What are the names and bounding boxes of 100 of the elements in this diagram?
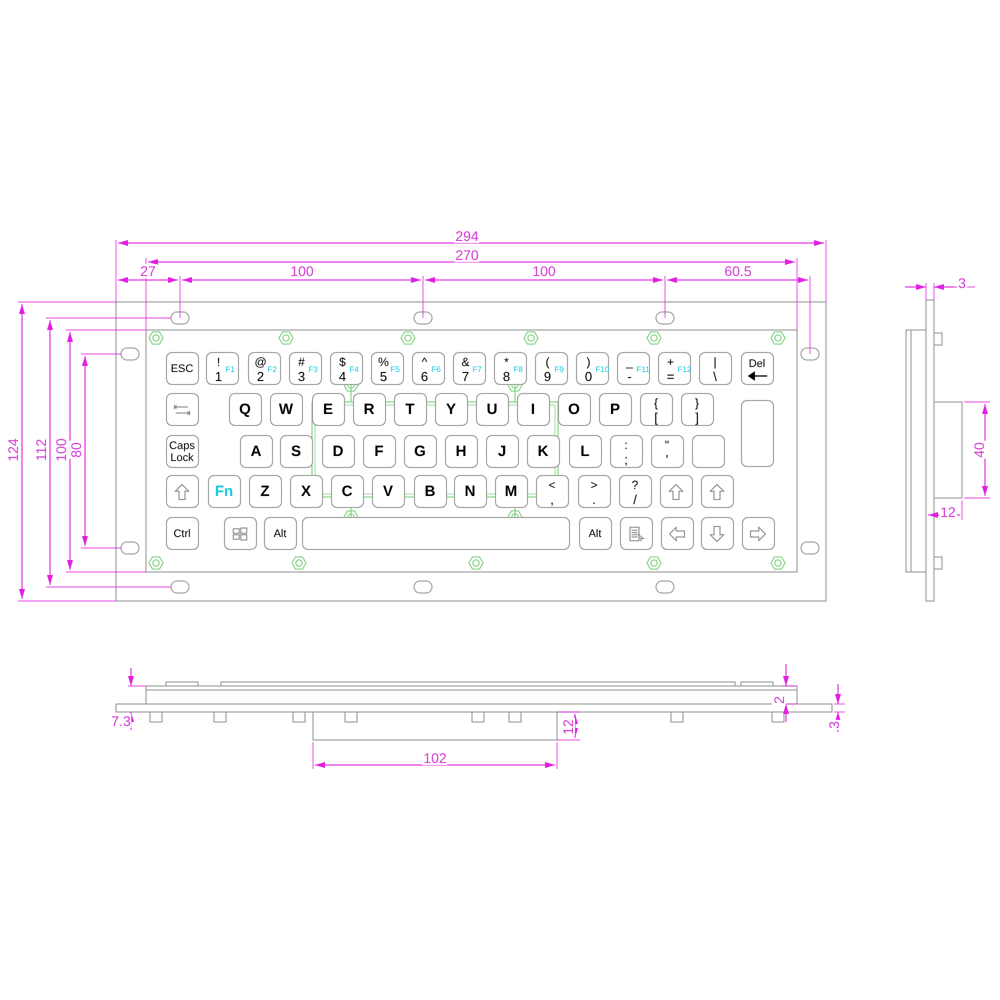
keycap [452,352,486,385]
keycap [616,352,650,385]
key-legend: _ [624,356,636,368]
key-legend: 5 [378,370,390,383]
dimension-label: 100 [289,264,315,278]
key-legend: @ [254,356,266,368]
keycap [660,517,694,550]
function-legend: F1 [226,366,235,374]
key-legend: Alt [264,527,296,540]
keycap [578,475,610,508]
function-legend: F8 [514,366,523,374]
keycap [248,475,282,508]
keycap [290,475,322,508]
keycap [166,393,198,426]
key-legend: I [518,401,548,418]
keycap [288,352,322,385]
key-legend: ! [212,356,224,368]
keycap [302,517,570,550]
keycap [494,475,528,508]
keycap [680,393,714,426]
keycap [610,435,642,468]
key-legend: , [536,493,568,506]
keycap [526,435,560,468]
function-legend: F12 [678,366,692,374]
key-legend: 8 [500,370,512,383]
keycap [370,352,404,385]
key-legend: Ctrl [166,527,198,540]
keycap [598,393,632,426]
keycap [270,393,302,426]
dimension-label: 102 [422,751,448,765]
dimension-label: 27 [139,264,157,278]
keycap [692,435,724,468]
keycap [312,393,344,426]
function-legend: F10 [596,366,610,374]
keycap [558,393,590,426]
keycap [660,475,692,508]
keycap [394,393,426,426]
keycap [224,517,256,550]
key-legend: 3 [296,370,308,383]
keycap [206,352,238,385]
key-legend: . [578,493,610,506]
key-legend: & [460,356,472,368]
key-legend: B [414,483,446,500]
key-legend: N [454,483,486,500]
keycap [742,517,774,550]
key-legend: Q [230,401,260,418]
dimension-label: 124 [6,437,20,463]
function-legend: F6 [432,366,441,374]
dimension-label: 270 [454,248,480,262]
keycap [322,435,354,468]
key-legend: 1 [212,370,224,383]
key-legend: H [446,443,476,460]
keycap [248,352,280,385]
dimension-label: 7.3 [110,714,132,728]
keycap [618,475,652,508]
key-legend: ] [682,411,712,424]
keycap [476,393,508,426]
key-legend: { [640,397,672,409]
function-legend: F9 [554,366,564,374]
keycap [534,352,568,385]
function-legend: F4 [350,366,359,374]
keycap [486,435,518,468]
key-legend: / [620,493,650,506]
dimension-label: 100 [54,437,68,463]
keycap [208,475,240,508]
key-legend: Alt [580,527,610,540]
keycap [362,435,396,468]
keycap [352,393,386,426]
keycap [330,352,362,385]
dimension-label: 40 [972,441,986,459]
keycap [434,393,468,426]
keycap [536,475,568,508]
keycap [650,435,684,468]
keycap [412,352,444,385]
dimension-label: 60.5 [723,264,753,278]
keycap [454,475,486,508]
keycap [414,475,446,508]
key-legend: } [682,397,712,409]
key-legend: P [600,401,630,418]
key-legend: S [280,443,312,460]
key-legend: 2 [254,370,266,383]
key-legend: ) [582,356,594,368]
dimension-label: 112 [34,438,48,462]
keycap [640,393,672,426]
key-legend: 4 [336,370,348,383]
keycap [240,435,272,468]
key-legend: ? [620,479,650,491]
key-legend: U [476,401,508,418]
keycap [444,435,478,468]
keycap [578,517,612,550]
key-legend: X [290,483,322,500]
key-legend: Del [742,358,772,370]
key-legend: ; [610,453,642,466]
keycap [698,352,732,385]
dimension-label: 100 [531,264,557,278]
key-legend: # [296,356,308,368]
dimension-label: 3 [827,720,841,730]
key-legend: - [624,370,636,383]
function-legend: F11 [636,366,650,374]
key-legend: C [332,483,362,500]
